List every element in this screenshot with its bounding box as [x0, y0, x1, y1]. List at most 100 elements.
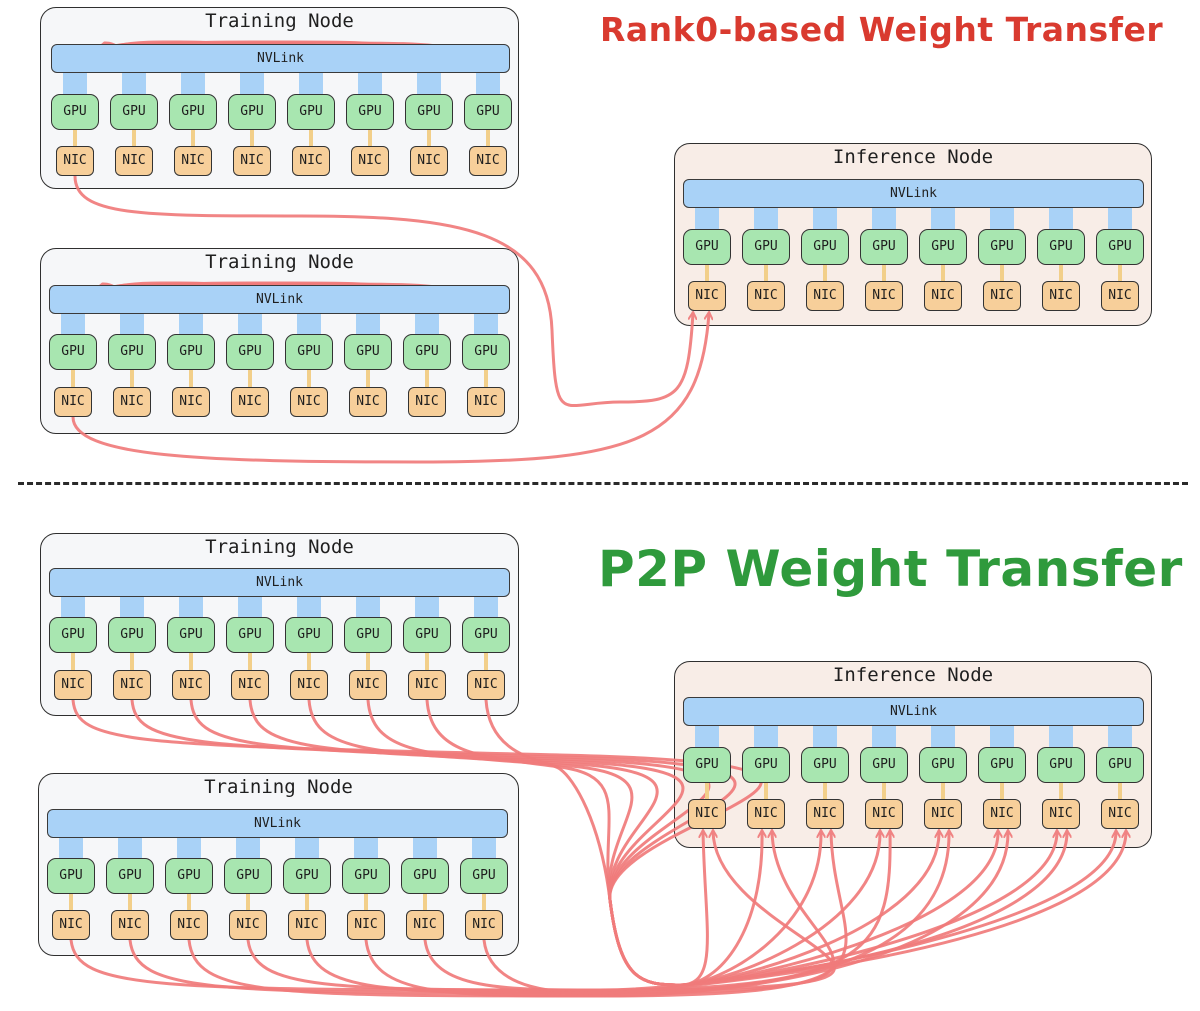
nic-4: NIC — [231, 670, 269, 700]
gpu-nic-wire — [425, 369, 429, 388]
gpu-1: GPU — [49, 617, 97, 653]
gpu-nic-wire — [882, 782, 886, 800]
nvlink-port — [1108, 204, 1132, 230]
gpu-4: GPU — [224, 858, 272, 894]
gpu-nic-wire — [425, 652, 429, 671]
nvlink-port — [754, 722, 778, 748]
gpu-nic-wire — [366, 369, 370, 388]
gpu-6: GPU — [346, 94, 394, 130]
nic-2: NIC — [115, 146, 153, 176]
nvlink-port — [122, 69, 146, 95]
node-title: Training Node — [205, 251, 354, 273]
nvlink-bar: NVLink — [683, 179, 1144, 208]
gpu-nic-wire — [130, 369, 134, 388]
nic-5: NIC — [924, 281, 962, 311]
nic-3: NIC — [806, 281, 844, 311]
gpu-nic-wire — [307, 652, 311, 671]
nvlink-port — [356, 310, 380, 335]
gpu-nic-wire — [69, 893, 73, 911]
nvlink-port — [120, 593, 144, 618]
gpu-7: GPU — [403, 617, 451, 653]
gpu-8: GPU — [462, 334, 510, 370]
nvlink-port — [695, 204, 719, 230]
gpu-1: GPU — [49, 334, 97, 370]
gpu-5: GPU — [285, 334, 333, 370]
gpu-1: GPU — [51, 94, 99, 130]
nic-3: NIC — [172, 670, 210, 700]
gpu-nic-wire — [482, 893, 486, 911]
gpu-4: GPU — [226, 617, 274, 653]
gpu-3: GPU — [167, 334, 215, 370]
gpu-4: GPU — [860, 229, 908, 265]
gpu-nic-wire — [1000, 264, 1004, 282]
nvlink-port — [238, 593, 262, 618]
nvlink-port — [299, 69, 323, 95]
node-title: Inference Node — [832, 146, 994, 168]
nic-4: NIC — [229, 910, 267, 940]
nic-2: NIC — [747, 281, 785, 311]
nvlink-port — [356, 593, 380, 618]
rank0-heading: Rank0-based Weight Transfer — [600, 10, 1164, 49]
nvlink-port — [990, 722, 1014, 748]
node-title: Training Node — [204, 776, 353, 798]
gpu-nic-wire — [764, 782, 768, 800]
nvlink-port — [177, 834, 201, 859]
nic-5: NIC — [290, 670, 328, 700]
gpu-nic-wire — [705, 264, 709, 282]
nvlink-port — [181, 69, 205, 95]
gpu-nic-wire — [941, 782, 945, 800]
nic-3: NIC — [170, 910, 208, 940]
gpu-nic-wire — [309, 129, 313, 147]
gpu-8: GPU — [460, 858, 508, 894]
nic-7: NIC — [1042, 799, 1080, 829]
node-title: Training Node — [205, 536, 354, 558]
nic-1: NIC — [52, 910, 90, 940]
nvlink-port — [59, 834, 83, 859]
nvlink-port — [695, 722, 719, 748]
nic-1: NIC — [56, 146, 94, 176]
gpu-nic-wire — [305, 893, 309, 911]
gpu-6: GPU — [342, 858, 390, 894]
nvlink-port — [297, 310, 321, 335]
gpu-2: GPU — [108, 334, 156, 370]
nic-5: NIC — [924, 799, 962, 829]
gpu-nic-wire — [941, 264, 945, 282]
nvlink-port — [813, 204, 837, 230]
nic-8: NIC — [465, 910, 503, 940]
gpu-nic-wire — [189, 652, 193, 671]
gpu-5: GPU — [285, 617, 333, 653]
gpu-nic-wire — [187, 893, 191, 911]
nvlink-bar: NVLink — [51, 44, 510, 73]
gpu-nic-wire — [364, 893, 368, 911]
gpu-nic-wire — [882, 264, 886, 282]
nic-8: NIC — [1101, 799, 1139, 829]
nvlink-port — [358, 69, 382, 95]
nic-4: NIC — [233, 146, 271, 176]
nvlink-port — [297, 593, 321, 618]
nic-5: NIC — [290, 387, 328, 417]
nic-5: NIC — [292, 146, 330, 176]
nvlink-port — [474, 593, 498, 618]
nic-5: NIC — [288, 910, 326, 940]
nic-6: NIC — [349, 670, 387, 700]
p2p-arrow — [423, 831, 1067, 992]
gpu-nic-wire — [128, 893, 132, 911]
gpu-7: GPU — [1037, 747, 1085, 783]
p2p-heading: P2P Weight Transfer — [598, 540, 1183, 598]
gpu-nic-wire — [366, 652, 370, 671]
gpu-nic-wire — [1000, 782, 1004, 800]
nvlink-port — [931, 722, 955, 748]
nic-2: NIC — [113, 670, 151, 700]
gpu-2: GPU — [110, 94, 158, 130]
gpu-6: GPU — [978, 747, 1026, 783]
nic-8: NIC — [467, 670, 505, 700]
gpu-nic-wire — [71, 652, 75, 671]
gpu-5: GPU — [919, 229, 967, 265]
nvlink-port — [295, 834, 319, 859]
gpu-8: GPU — [462, 617, 510, 653]
nic-8: NIC — [469, 146, 507, 176]
gpu-8: GPU — [1096, 747, 1144, 783]
nic-3: NIC — [172, 387, 210, 417]
gpu-8: GPU — [1096, 229, 1144, 265]
